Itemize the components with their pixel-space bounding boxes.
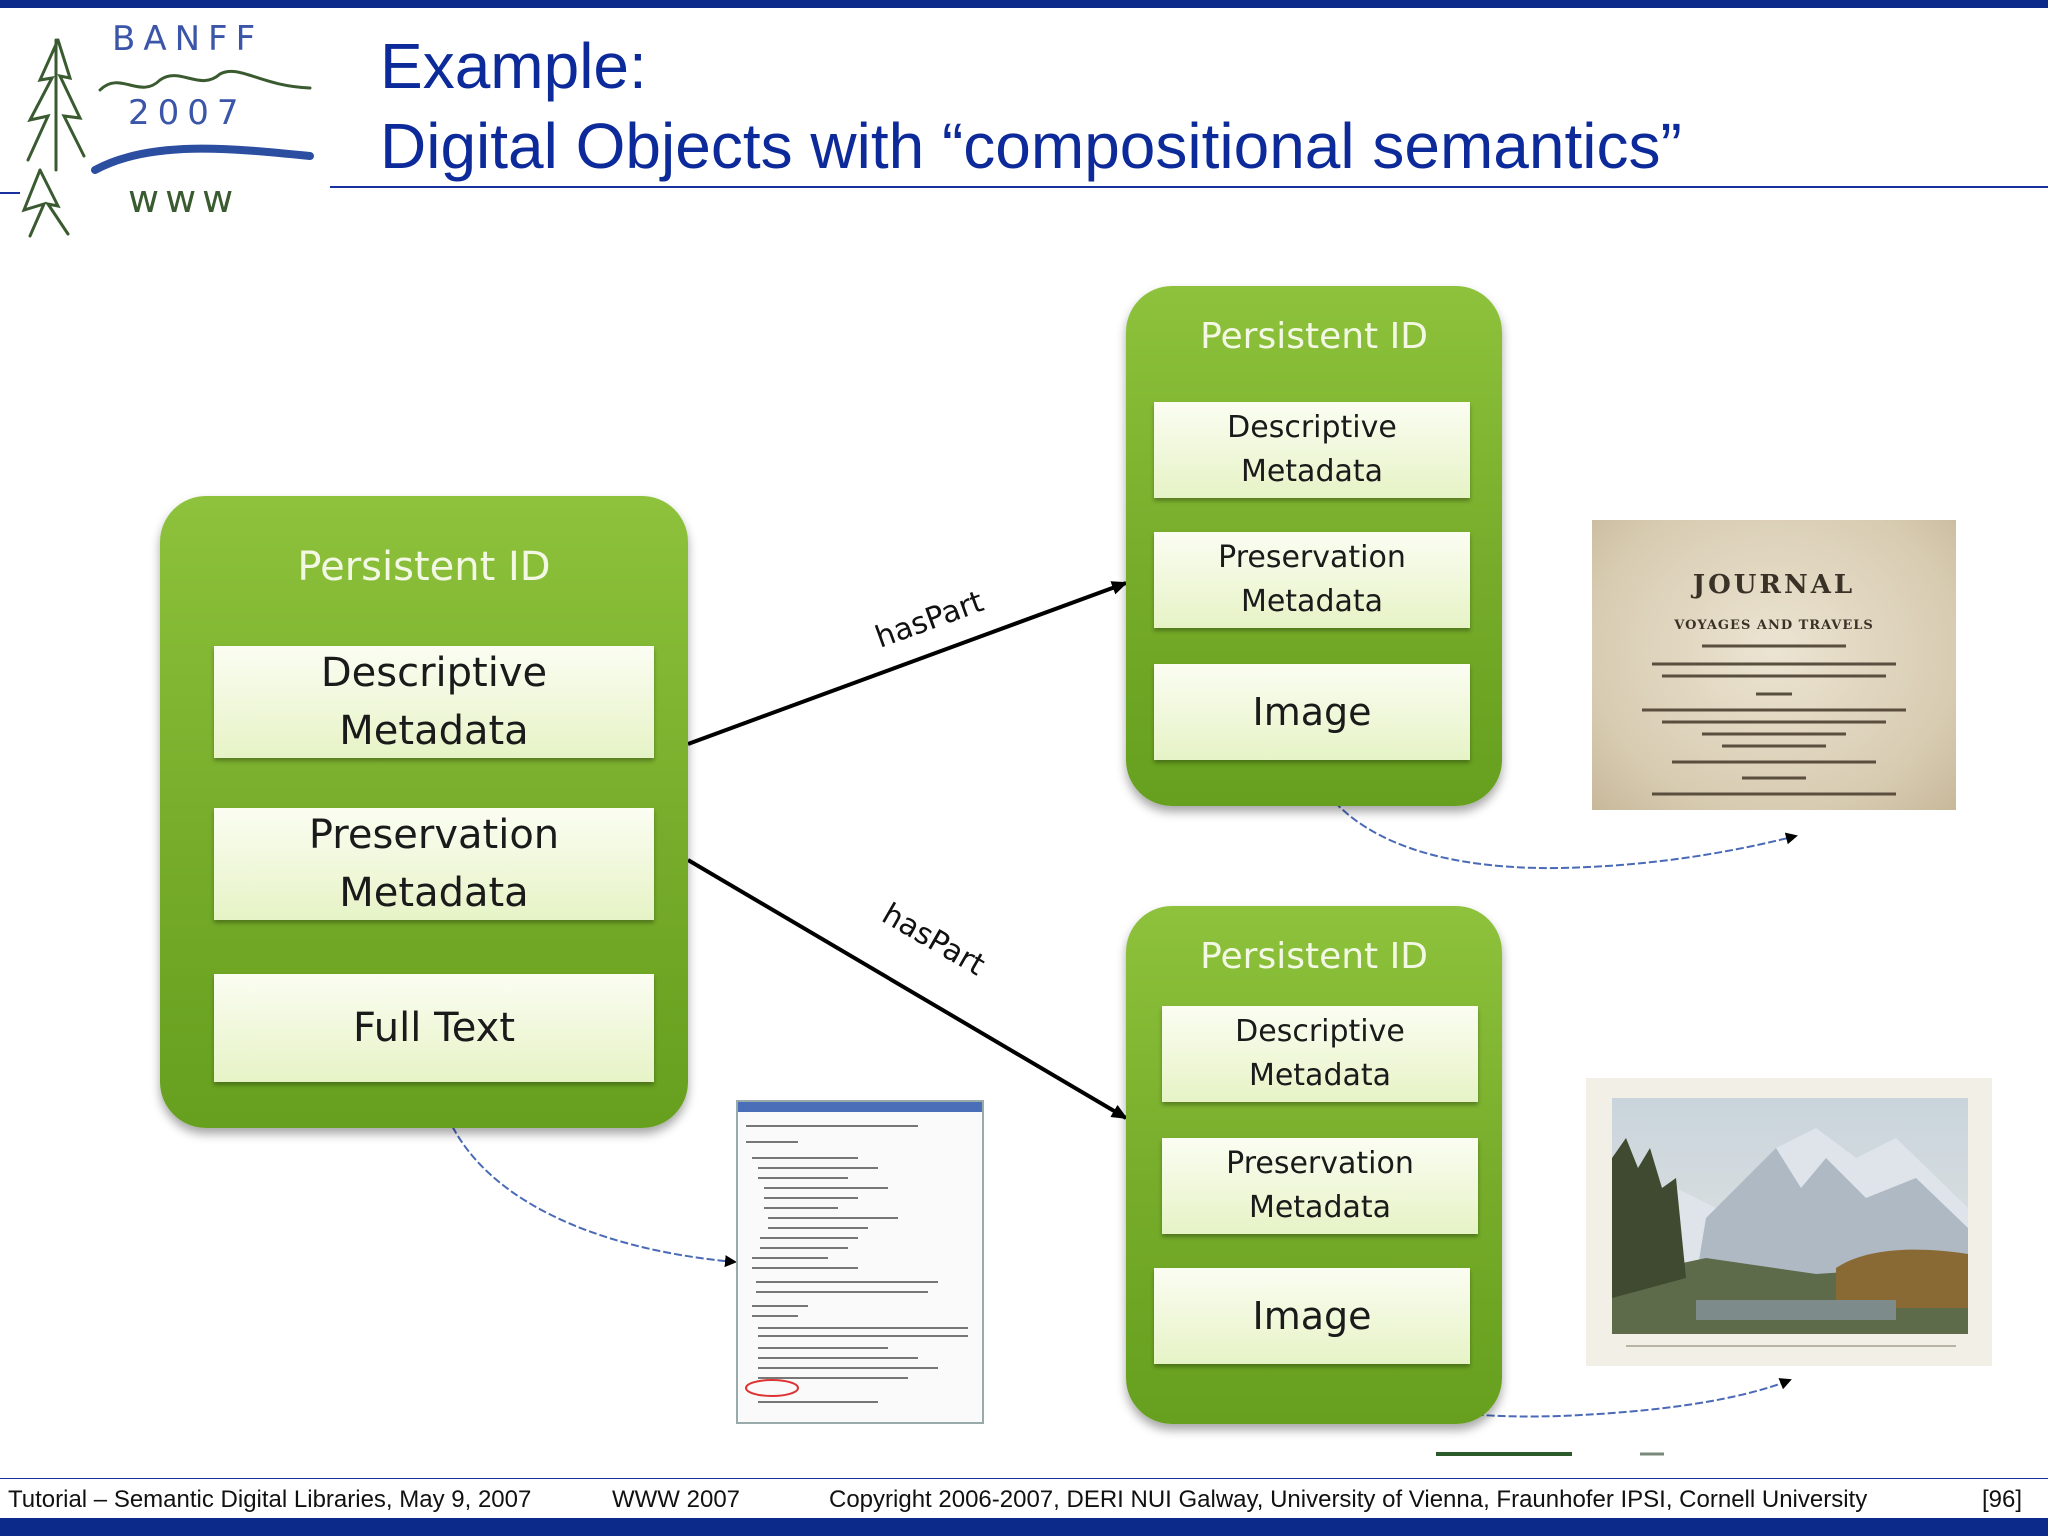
- bottom-descriptive-metadata: Descriptive Metadata: [1162, 1006, 1478, 1102]
- main-preservation-metadata: Preservation Metadata: [214, 808, 654, 920]
- title-rule: [330, 186, 2048, 188]
- journal-body-lines: [1642, 644, 1906, 796]
- bottom-part-object: Persistent ID Descriptive Metadata Prese…: [1126, 906, 1502, 1424]
- bottom-image: Image: [1154, 1268, 1470, 1364]
- main-digital-object: Persistent ID Descriptive Metadata Prese…: [160, 496, 688, 1128]
- footer-conference-text: WWW 2007: [612, 1486, 741, 1513]
- main-persistent-id: Persistent ID: [297, 544, 551, 590]
- haspart-label-top: hasPart: [871, 584, 989, 655]
- logo-banff-text: BANFF: [112, 19, 263, 59]
- top-preservation-metadata: Preservation Metadata: [1154, 532, 1470, 628]
- top-part-object: Persistent ID Descriptive Metadata Prese…: [1126, 286, 1502, 806]
- bottom-bar: [0, 1518, 2048, 1536]
- logo-rule: [0, 192, 20, 194]
- haspart-arrow-bottom: [686, 858, 1128, 1120]
- bottom-preservation-metadata: Preservation Metadata: [1162, 1138, 1478, 1234]
- top-bar: [0, 0, 2048, 8]
- top-descriptive-metadata: Descriptive Metadata: [1154, 402, 1470, 498]
- slide-title-line2: Digital Objects with “compositional sema…: [380, 110, 1682, 182]
- slide-title-line1: Example:: [380, 30, 647, 102]
- footer-rule: [0, 1478, 2048, 1479]
- haspart-label-bottom: hasPart: [876, 897, 991, 984]
- footer-tutorial-text: Tutorial – Semantic Digital Libraries, M…: [8, 1486, 532, 1513]
- bottom-persistent-id: Persistent ID: [1200, 936, 1428, 977]
- main-descriptive-metadata: Descriptive Metadata: [214, 646, 654, 758]
- fulltext-link-curve: [439, 1095, 737, 1268]
- thumbnail-titlebar: [738, 1102, 982, 1112]
- footer-copyright-text: Copyright 2006-2007, DERI NUI Galway, Un…: [829, 1486, 1868, 1513]
- journal-title-page-image: JOURNAL VOYAGES AND TRAVELS: [1592, 520, 1956, 810]
- footer-page-number: [96]: [1982, 1486, 2023, 1513]
- banff-logo: BANFF 2007 www: [21, 19, 314, 238]
- thumbnail-text-lines: [745, 1125, 968, 1403]
- top-image: Image: [1154, 664, 1470, 760]
- logo-www-text: www: [128, 177, 239, 221]
- haspart-arrow-top: [687, 581, 1128, 746]
- full-text-document-thumbnail: [736, 1100, 984, 1424]
- main-full-text: Full Text: [214, 974, 654, 1082]
- top-image-link-curve: [1309, 765, 1798, 870]
- logo-year-text: 2007: [128, 93, 247, 133]
- journal-heading-text: JOURNAL: [1692, 570, 1856, 600]
- top-persistent-id: Persistent ID: [1200, 316, 1428, 357]
- journal-subheading-text: VOYAGES AND TRAVELS: [1674, 618, 1874, 633]
- mountain-landscape-image: [1586, 1078, 1992, 1366]
- mountain-landscape-painting: [1612, 1098, 1968, 1347]
